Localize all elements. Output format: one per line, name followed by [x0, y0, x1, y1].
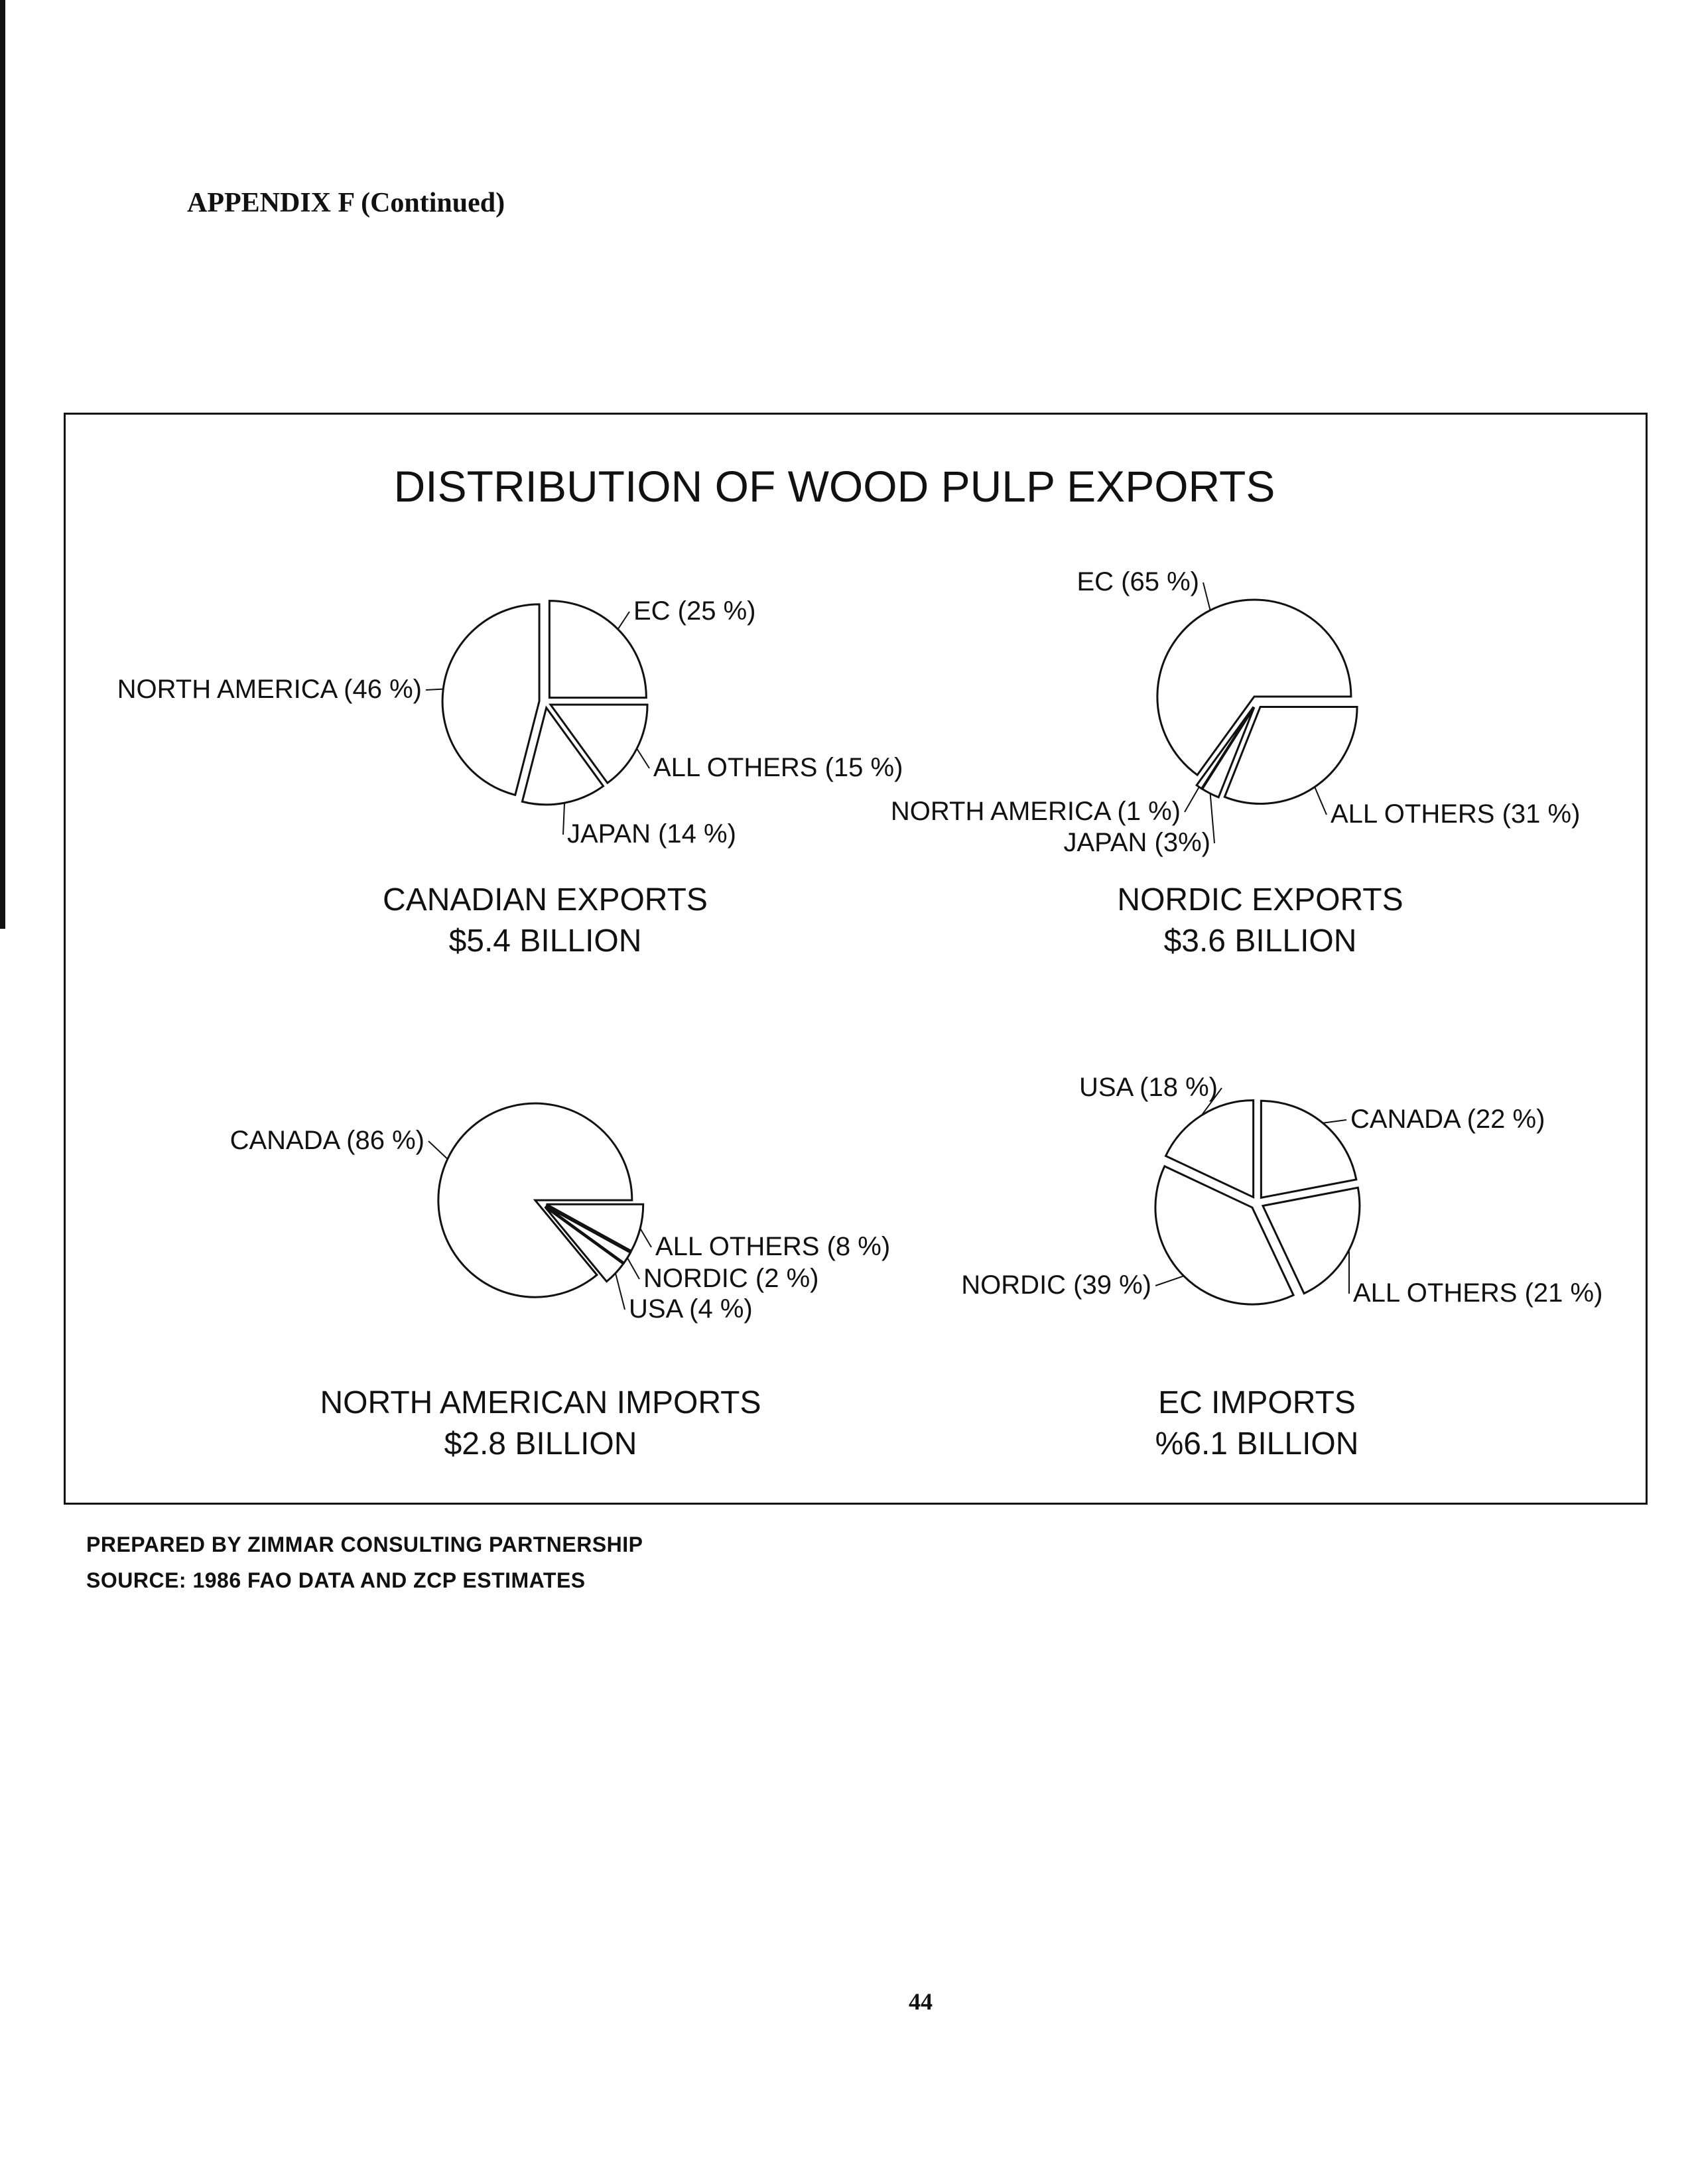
pie-title: NORDIC EXPORTS — [1117, 882, 1403, 918]
slice-label: CANADA (22 %) — [1350, 1105, 1545, 1134]
chart-frame — [64, 413, 1648, 1505]
scan-edge-bar — [0, 0, 5, 929]
leader-line — [428, 1140, 448, 1160]
slice-label: USA (18 %) — [1079, 1073, 1218, 1102]
pie-slice — [1164, 1099, 1255, 1199]
slice-label: USA (4 %) — [629, 1294, 753, 1324]
pie-slice — [441, 603, 541, 797]
leader-line — [639, 1228, 652, 1248]
pie-title: EC IMPORTS — [1158, 1385, 1356, 1420]
footer-source: SOURCE: 1986 FAO DATA AND ZCP ESTIMATES — [86, 1568, 586, 1592]
slice-label: JAPAN (3%) — [1063, 828, 1210, 857]
leader-line — [1203, 582, 1211, 611]
pie-slice — [1260, 1099, 1358, 1199]
slice-label: JAPAN (14 %) — [567, 819, 736, 849]
slice-label: NORDIC (2 %) — [643, 1264, 818, 1293]
leader-line — [636, 748, 650, 769]
slice-label: CANADA (86 %) — [230, 1126, 424, 1155]
slice-label: NORTH AMERICA (46 %) — [117, 675, 422, 704]
pie-subtitle: %6.1 BILLION — [1155, 1426, 1359, 1462]
pie-slice — [549, 703, 649, 785]
slice-label: EC (65 %) — [1077, 567, 1200, 596]
leader-line — [627, 1257, 640, 1280]
leader-line — [425, 688, 444, 691]
pie-slice — [1261, 1186, 1361, 1295]
footer-prepared-by: PREPARED BY ZIMMAR CONSULTING PARTNERSHI… — [86, 1533, 643, 1556]
leader-line — [1323, 1119, 1347, 1124]
page-number: 44 — [909, 1988, 933, 2015]
pie-slice — [1223, 705, 1358, 805]
leader-line — [615, 1272, 625, 1310]
leader-line — [562, 803, 566, 835]
pie-title: NORTH AMERICAN IMPORTS — [320, 1385, 761, 1420]
slice-label: NORDIC (39 %) — [961, 1270, 1151, 1300]
pie-slice — [521, 705, 605, 806]
slice-label: EC (25 %) — [633, 596, 756, 626]
pie-slice — [548, 600, 647, 699]
appendix-heading: APPENDIX F (Continued) — [187, 188, 505, 218]
slice-label: NORTH AMERICA (1 %) — [891, 797, 1181, 826]
leader-line — [1184, 786, 1200, 813]
leader-line — [1201, 1087, 1222, 1116]
leader-line — [1155, 1275, 1185, 1286]
pie-subtitle: $2.8 BILLION — [444, 1426, 637, 1462]
pie-subtitle: $3.6 BILLION — [1164, 923, 1357, 959]
leader-line — [1209, 793, 1215, 844]
leader-line — [1314, 786, 1327, 815]
slice-label: ALL OTHERS (21 %) — [1353, 1278, 1602, 1308]
slice-label: ALL OTHERS (31 %) — [1331, 799, 1580, 829]
chart-main-title: DISTRIBUTION OF WOOD PULP EXPORTS — [394, 462, 1275, 511]
pie-title: CANADIAN EXPORTS — [383, 882, 708, 918]
leader-line — [617, 611, 630, 630]
slice-label: ALL OTHERS (15 %) — [653, 753, 903, 782]
pie-slice — [545, 1203, 645, 1253]
pie-subtitle: $5.4 BILLION — [449, 923, 642, 959]
slice-label: ALL OTHERS (8 %) — [655, 1232, 890, 1261]
pie-slice — [437, 1102, 633, 1298]
